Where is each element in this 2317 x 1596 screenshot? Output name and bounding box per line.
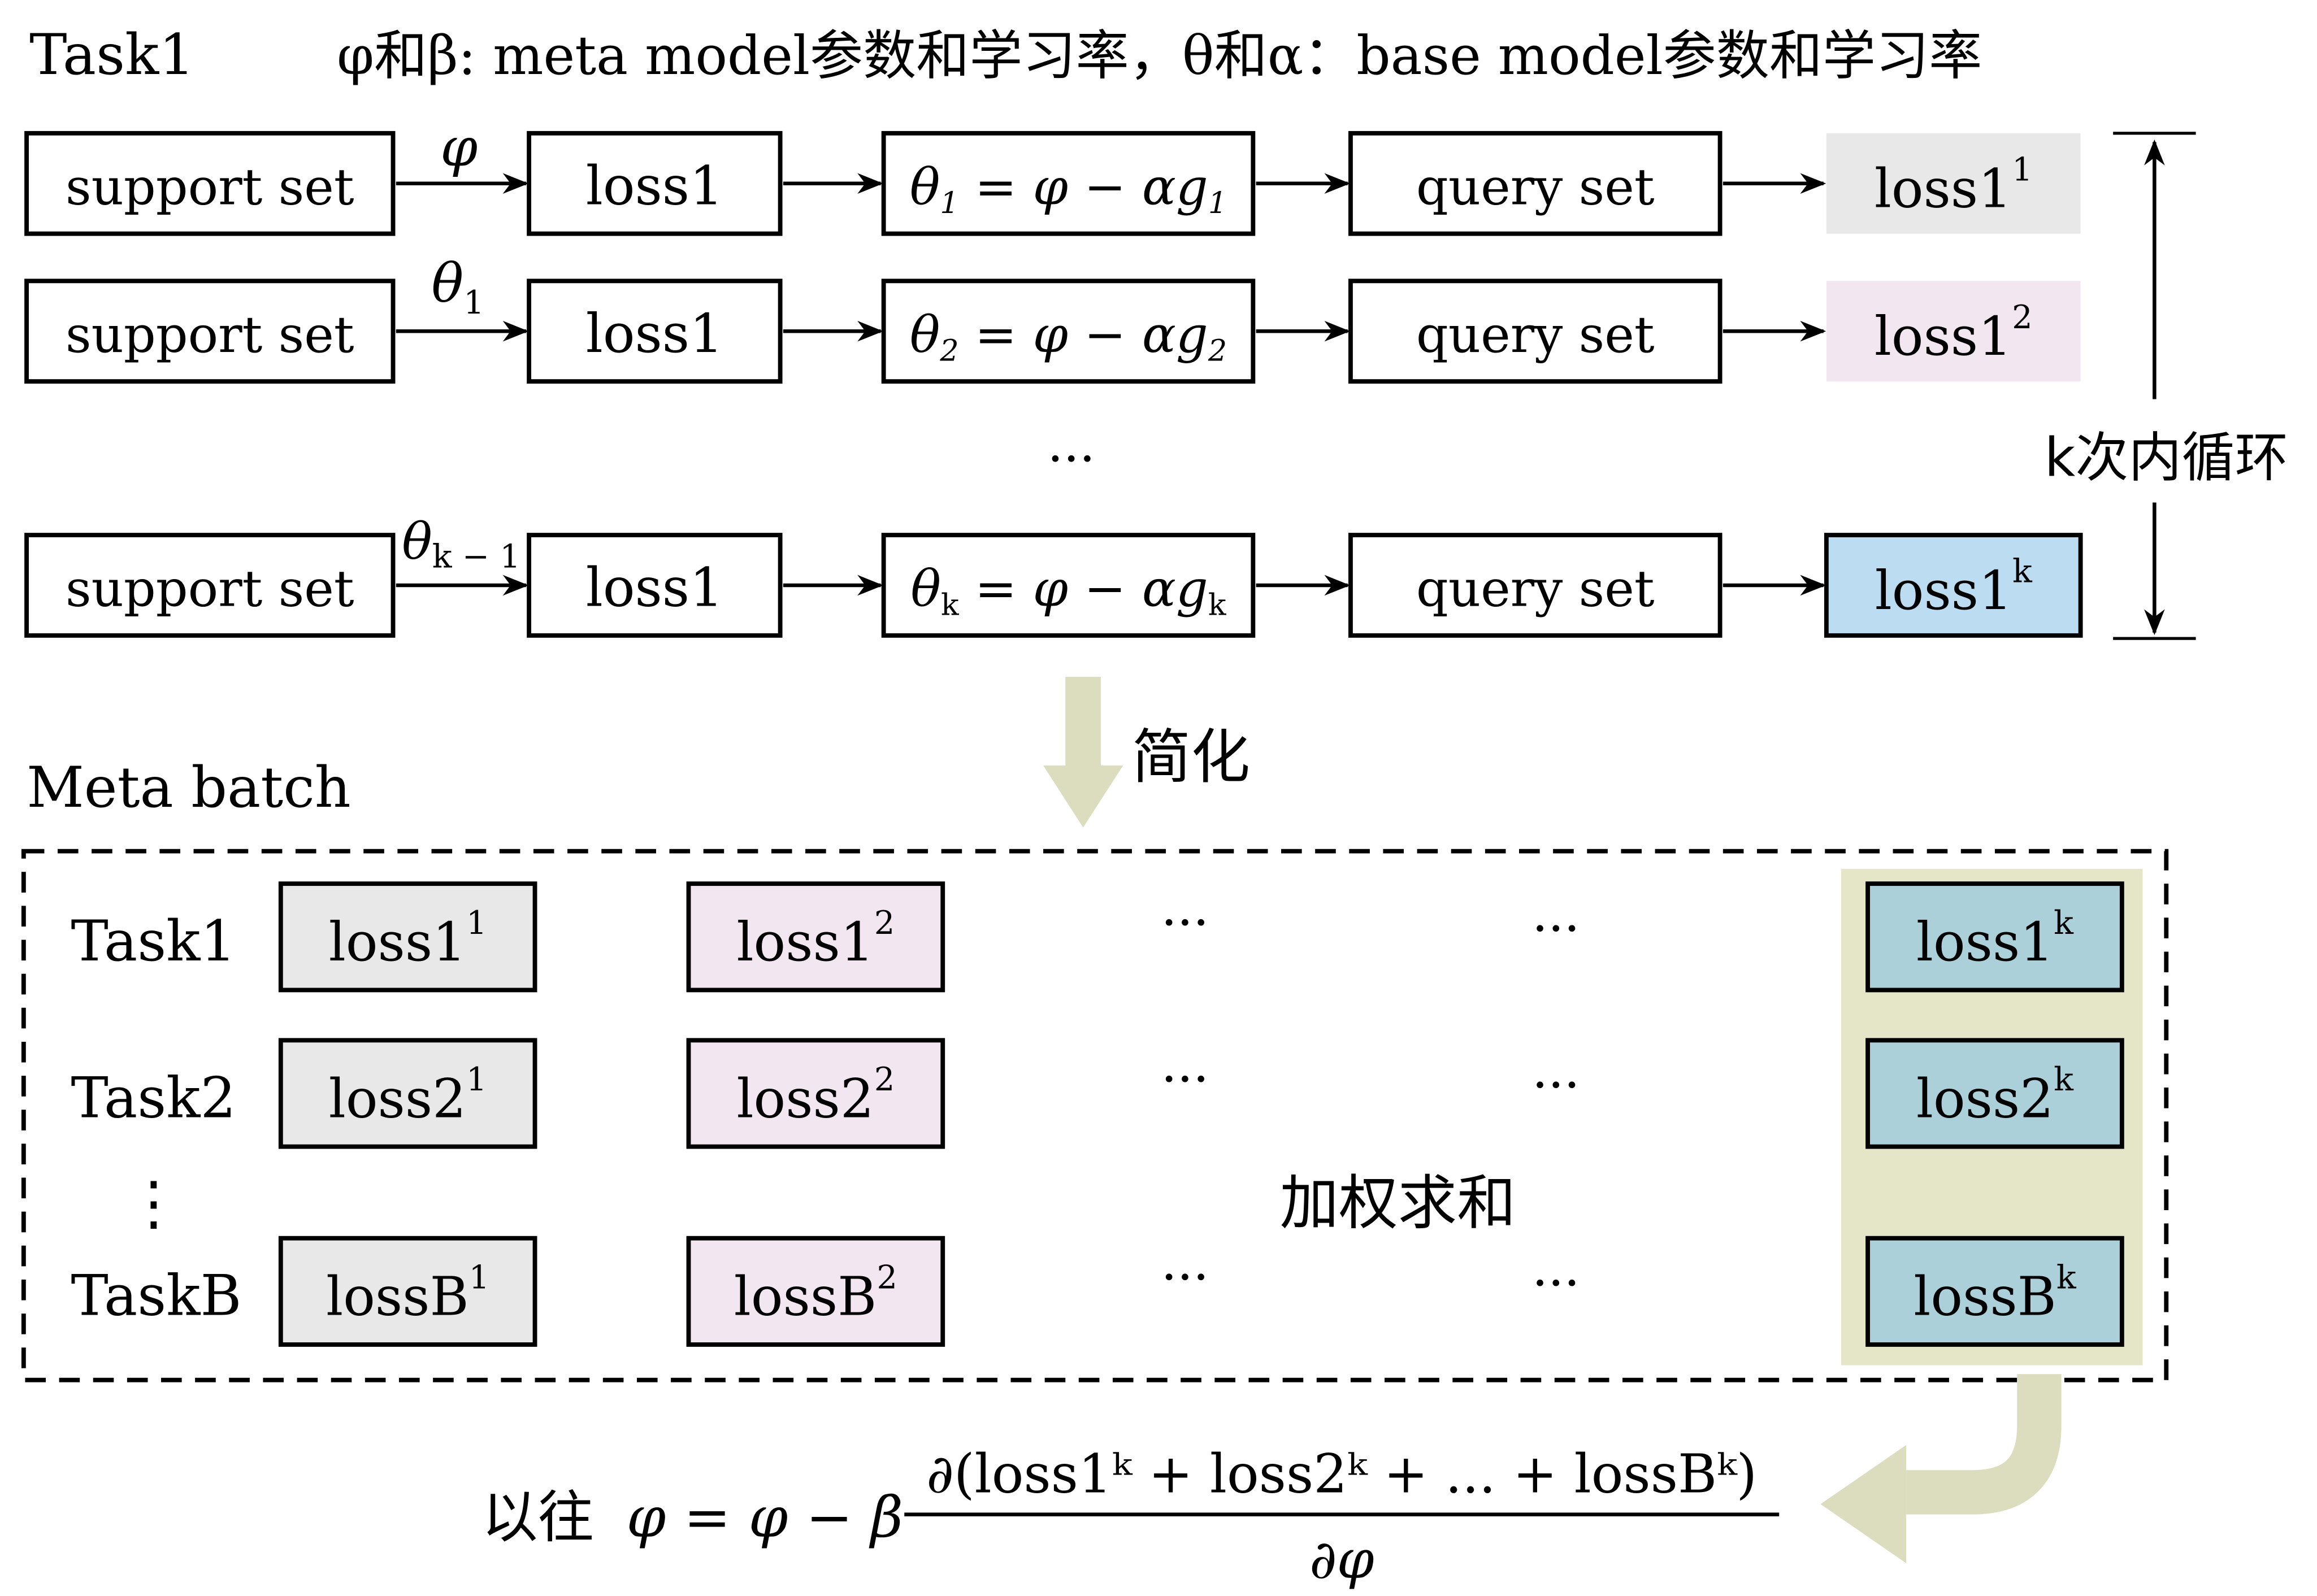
loss-label: loss1	[586, 155, 723, 217]
result-loss-label: loss11	[1875, 151, 2033, 220]
update-formula: θ2 = φ − αg2	[910, 305, 1227, 368]
update-box	[881, 131, 1256, 236]
loss-box	[527, 131, 783, 236]
param-label: φ	[440, 117, 478, 179]
update-box	[881, 279, 1256, 384]
row-ellipsis: ···	[1532, 899, 1580, 958]
row-ellipsis: ···	[1532, 1254, 1580, 1312]
loss-cell-label: loss11	[329, 904, 487, 973]
simplify-arrow: 简化	[1043, 677, 1250, 828]
loss-cell-label: lossBk	[1914, 1259, 2077, 1328]
row-ellipsis: ···	[1532, 1055, 1580, 1114]
loss-cell	[686, 881, 945, 993]
loss-cell-label: lossB1	[326, 1259, 489, 1328]
loss-cell	[278, 881, 537, 993]
loss-box	[527, 279, 783, 384]
loss-cell-label: loss22	[736, 1060, 895, 1130]
loop-bracket: k次内循环	[2045, 132, 2288, 640]
loss-cell-label: loss12	[736, 904, 895, 973]
header-task-label: Task1	[29, 23, 194, 88]
vertical-dots: ⋮	[124, 1169, 184, 1238]
weighted-sum-label: 加权求和	[1279, 1169, 1516, 1238]
loss-box	[527, 533, 783, 638]
formula-lhs: φ = φ − β	[627, 1485, 903, 1550]
sum-arrow	[1906, 1374, 2062, 1515]
inner-loop-row: support set φ loss1 θ1 = φ − αg1 query s…	[24, 117, 2081, 236]
loss-cell	[278, 1236, 537, 1347]
meta-batch-frame	[21, 849, 2169, 1382]
update-box	[881, 533, 1256, 638]
row-ellipsis: ···	[1161, 893, 1209, 952]
loss-cell	[686, 1236, 945, 1347]
loss-cell	[1865, 1236, 2124, 1347]
param-subscript: k − 1	[432, 538, 520, 576]
support-set-label: support set	[66, 559, 354, 618]
result-loss-box	[1824, 533, 2083, 638]
loss-cell	[278, 1038, 537, 1149]
result-loss-label: loss1k	[1875, 553, 2033, 622]
query-set-box	[1348, 533, 1722, 638]
sum-arrow-head	[1820, 1445, 1907, 1563]
loss-cell-label: loss21	[329, 1060, 487, 1130]
result-loss-box	[1826, 133, 2081, 234]
task-label: Task2	[71, 1066, 236, 1130]
inner-loop: support set φ loss1 θ1 = φ − αg1 query s…	[24, 117, 2288, 640]
param-label: θk − 1	[402, 512, 520, 576]
update-formula: θk = φ − αgk	[910, 559, 1226, 623]
query-set-box	[1348, 279, 1722, 384]
task-label: TaskB	[71, 1264, 242, 1329]
query-set-label: query set	[1416, 559, 1655, 618]
support-set-label: support set	[66, 305, 354, 364]
loss-label: loss1	[586, 558, 723, 619]
param-subscript: 1	[463, 284, 484, 321]
meta-batch: Task1 loss11 loss12 ··· ··· loss1k Task2…	[21, 849, 2169, 1382]
row-ellipsis: ···	[1161, 1050, 1209, 1108]
query-set-label: query set	[1416, 157, 1655, 216]
param-label: θ1	[432, 253, 484, 321]
inner-loop-row: support set θ1 loss1 θ2 = φ − αg2 query …	[24, 253, 2081, 384]
update-formula-final: 以往 φ = φ − β ∂(loss1ᵏ + loss2ᵏ + ... + l…	[481, 1443, 1780, 1591]
meta-batch-title: Meta batch	[27, 755, 351, 820]
support-set-box	[24, 279, 396, 384]
task-label: Task1	[71, 909, 236, 974]
support-set-box	[24, 533, 396, 638]
query-set-box	[1348, 131, 1722, 236]
loop-label: k次内循环	[2045, 427, 2288, 489]
result-loss-box	[1826, 281, 2081, 382]
loss-cell-label: loss1k	[1916, 904, 2074, 973]
support-set-box	[24, 131, 396, 236]
loss-cell	[686, 1038, 945, 1149]
inner-loop-ellipsis: ···	[1047, 429, 1095, 488]
support-set-label: support set	[66, 157, 354, 216]
formula-denominator: ∂φ	[1309, 1529, 1374, 1591]
loss-cell	[1865, 881, 2124, 993]
update-formula: θ1 = φ − αg1	[910, 157, 1227, 220]
formula-numerator: ∂(loss1ᵏ + loss2ᵏ + ... + lossBᵏ)	[926, 1443, 1757, 1505]
row-ellipsis: ···	[1161, 1247, 1209, 1306]
loss-label: loss1	[586, 303, 723, 365]
loss-cell-label: lossB2	[734, 1259, 897, 1328]
simplify-label: 简化	[1132, 723, 1250, 792]
loss-cell-label: loss2k	[1916, 1060, 2074, 1130]
formula-prefix: 以往	[481, 1485, 594, 1550]
inner-loop-row: support set θk − 1 loss1 θk = φ − αgk qu…	[24, 512, 2083, 638]
result-loss-label: loss12	[1875, 298, 2033, 368]
loss-cell	[1865, 1038, 2124, 1149]
query-set-label: query set	[1416, 305, 1655, 364]
header-params-note: φ和β: meta model参数和学习率，θ和α：base model参数和学…	[337, 25, 1982, 87]
